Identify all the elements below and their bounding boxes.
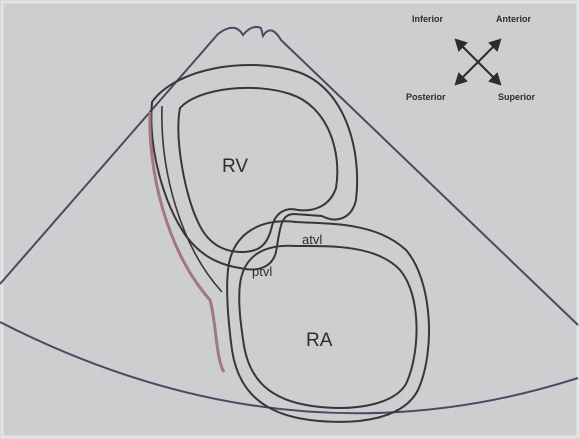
free-wall-inner-line [161, 105, 223, 293]
compass-superior-label: Superior [498, 92, 536, 102]
ra-label: RA [306, 330, 333, 351]
ra-outer-wall [226, 220, 431, 423]
free-wall-strip [148, 111, 226, 373]
rv-inner-cavity [177, 86, 339, 254]
rv-label: RV [222, 156, 248, 177]
compass-posterior-label: Posterior [406, 92, 446, 102]
compass-anterior-label: Anterior [496, 14, 532, 24]
ptvl-label: ptvl [252, 264, 272, 279]
sector-outline [0, 25, 579, 415]
ra-inner-cavity [238, 244, 418, 409]
compass-inferior-label: Inferior [412, 14, 444, 24]
atvl-label: atvl [302, 232, 322, 247]
compass-arrows [454, 38, 502, 86]
